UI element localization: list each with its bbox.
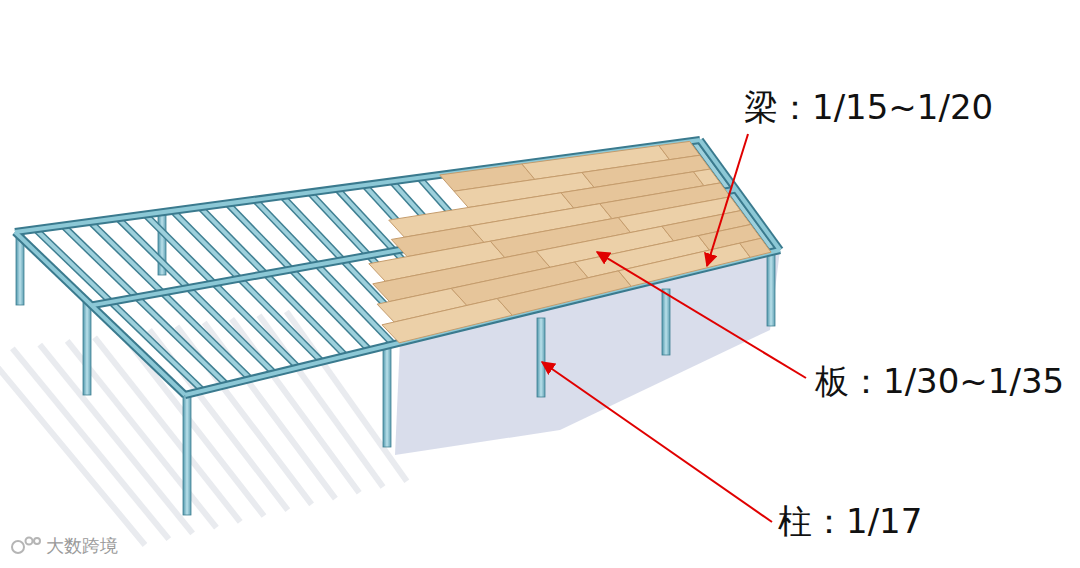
logo-ring (26, 538, 33, 545)
column (383, 346, 391, 447)
shadow-stripe (40, 345, 193, 534)
column (183, 395, 191, 515)
column (83, 300, 91, 395)
leader-lines (542, 134, 806, 522)
logo-ring (34, 538, 40, 544)
beams (15, 140, 780, 395)
watermark-logo (12, 538, 40, 554)
floor-board (740, 238, 771, 257)
column (767, 251, 775, 326)
shadow-stripe (95, 337, 241, 522)
shadow-stripe (232, 319, 360, 493)
leader-line (542, 362, 772, 522)
column (537, 318, 545, 397)
slab-ratio-label: 板：1/30~1/35 (815, 362, 1064, 401)
beam-ratio-label: 梁：1/15~1/20 (744, 88, 993, 127)
ground-shadow (0, 250, 780, 545)
floor-boards (369, 141, 771, 342)
leader-line (707, 134, 748, 266)
column (662, 289, 670, 355)
leader-line (597, 252, 806, 378)
shadow-stripe (122, 334, 264, 516)
floor-board (382, 299, 512, 343)
column-ratio-label: 柱：1/17 (778, 502, 922, 541)
logo-ring (12, 541, 24, 553)
floor-board (497, 271, 631, 315)
beam (15, 232, 185, 395)
floor-board (618, 243, 750, 286)
beam (15, 232, 185, 395)
watermark: 大数跨境 (46, 536, 118, 557)
